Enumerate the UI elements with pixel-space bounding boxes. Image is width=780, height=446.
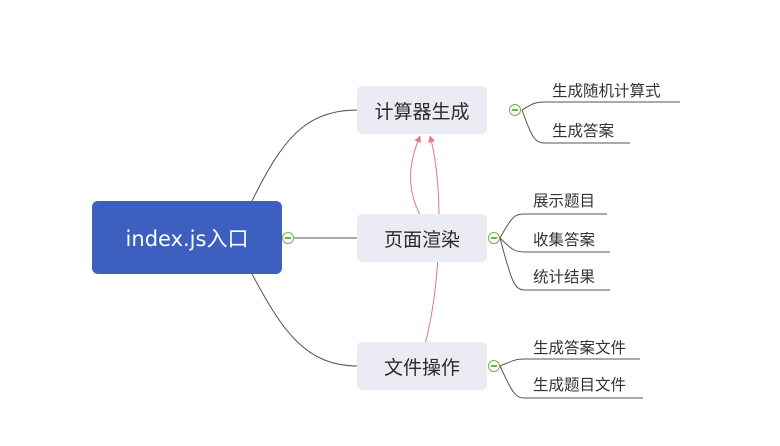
connector-branch-2-leaf-3 — [499, 237, 610, 291]
leaf-node[interactable]: 收集答案 — [533, 228, 595, 250]
root-collapse-toggle[interactable] — [282, 232, 294, 244]
leaf-node-label: 生成答案 — [552, 122, 615, 140]
leaf-node[interactable]: 统计结果 — [533, 265, 595, 287]
branch-node-page-render[interactable]: 页面渲染 — [357, 214, 487, 262]
branch-node-file-ops[interactable]: 文件操作 — [357, 342, 487, 390]
connector-branch-2-leaf-2 — [499, 237, 610, 253]
leaf-node-label: 展示题目 — [533, 192, 596, 210]
leaf-node[interactable]: 生成答案 — [552, 119, 614, 141]
leaf-node-label: 生成随机计算式 — [552, 82, 661, 100]
connector-branch-2-leaf-1 — [499, 213, 607, 239]
branch-calculator-collapse-toggle[interactable] — [509, 104, 521, 116]
relation-arrow-render-to-calculator — [410, 135, 421, 216]
leaf-node[interactable]: 展示题目 — [533, 189, 595, 211]
leaf-node[interactable]: 生成答案文件 — [533, 336, 626, 358]
leaf-node-label: 收集答案 — [533, 231, 596, 249]
branch-page-render-collapse-toggle[interactable] — [488, 232, 500, 244]
connector-branch-1-leaf-2 — [521, 109, 630, 144]
leaf-node[interactable]: 生成题目文件 — [533, 373, 626, 395]
connector-root-branch-3 — [251, 273, 359, 367]
root-node-label: index.js入口 — [125, 226, 249, 251]
connector-branch-3-leaf-2 — [499, 365, 643, 399]
leaf-node-label: 生成题目文件 — [533, 376, 627, 394]
leaf-node-label: 生成答案文件 — [533, 339, 627, 357]
connector-branch-3-leaf-1 — [499, 358, 640, 367]
branch-node-label: 页面渲染 — [383, 228, 460, 251]
branch-node-label: 文件操作 — [383, 356, 460, 379]
branch-node-label: 计算器生成 — [374, 100, 470, 123]
connector-branch-1-leaf-1 — [521, 101, 680, 111]
branch-node-calculator[interactable]: 计算器生成 — [357, 86, 487, 134]
leaf-node-label: 统计结果 — [533, 268, 596, 286]
root-node[interactable]: index.js入口 — [92, 201, 282, 274]
branch-file-ops-collapse-toggle[interactable] — [488, 360, 500, 372]
connector-root-branch-1 — [251, 109, 359, 202]
leaf-node[interactable]: 生成随机计算式 — [552, 79, 661, 101]
